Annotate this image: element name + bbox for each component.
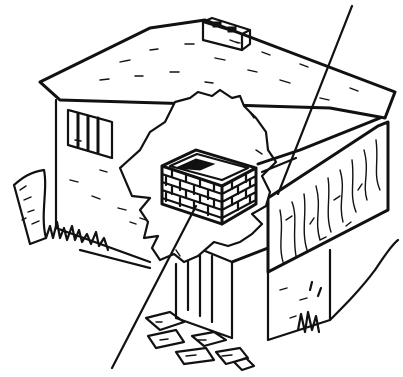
block-texture [280,288,307,318]
window [68,110,112,158]
shrub-right [298,240,398,332]
stepping-stones [146,312,254,370]
cutaway-torn-hole [120,90,276,262]
